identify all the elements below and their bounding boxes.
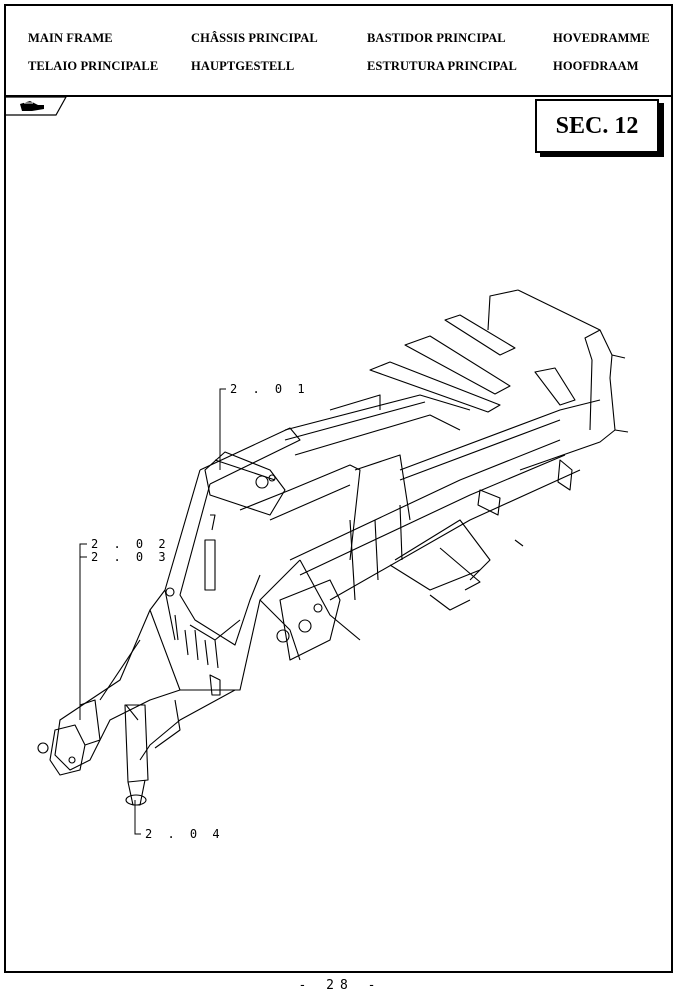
title-en: MAIN FRAME (28, 31, 113, 45)
title-de: HAUPTGESTELL (191, 59, 295, 73)
callout-2-01: 2 . 0 1 (230, 382, 309, 396)
section-box: SEC. 12 (535, 99, 659, 153)
callout-leaders (79, 388, 226, 835)
page-number: - 28 - (298, 978, 382, 993)
nav-tab[interactable] (6, 96, 68, 116)
callout-2-03: 2 . 0 3 (91, 550, 170, 564)
page-frame: MAIN FRAME CHÂSSIS PRINCIPAL BASTIDOR PR… (4, 4, 673, 973)
title-nl: HOOFDRAAM (553, 59, 639, 73)
title-header: MAIN FRAME CHÂSSIS PRINCIPAL BASTIDOR PR… (6, 6, 671, 97)
callout-2-04: 2 . 0 4 (145, 827, 224, 841)
callout-2-02: 2 . 0 2 (91, 537, 170, 551)
chassis-drawing (37, 289, 629, 806)
hand-pointer-icon (20, 101, 44, 111)
section-label: SEC. 12 (555, 112, 639, 139)
title-pt: ESTRUTURA PRINCIPAL (367, 59, 517, 73)
title-fr: CHÂSSIS PRINCIPAL (191, 31, 318, 45)
title-da: HOVEDRAMME (553, 31, 650, 45)
title-it: TELAIO PRINCIPALE (28, 59, 159, 73)
title-es: BASTIDOR PRINCIPAL (367, 31, 506, 45)
